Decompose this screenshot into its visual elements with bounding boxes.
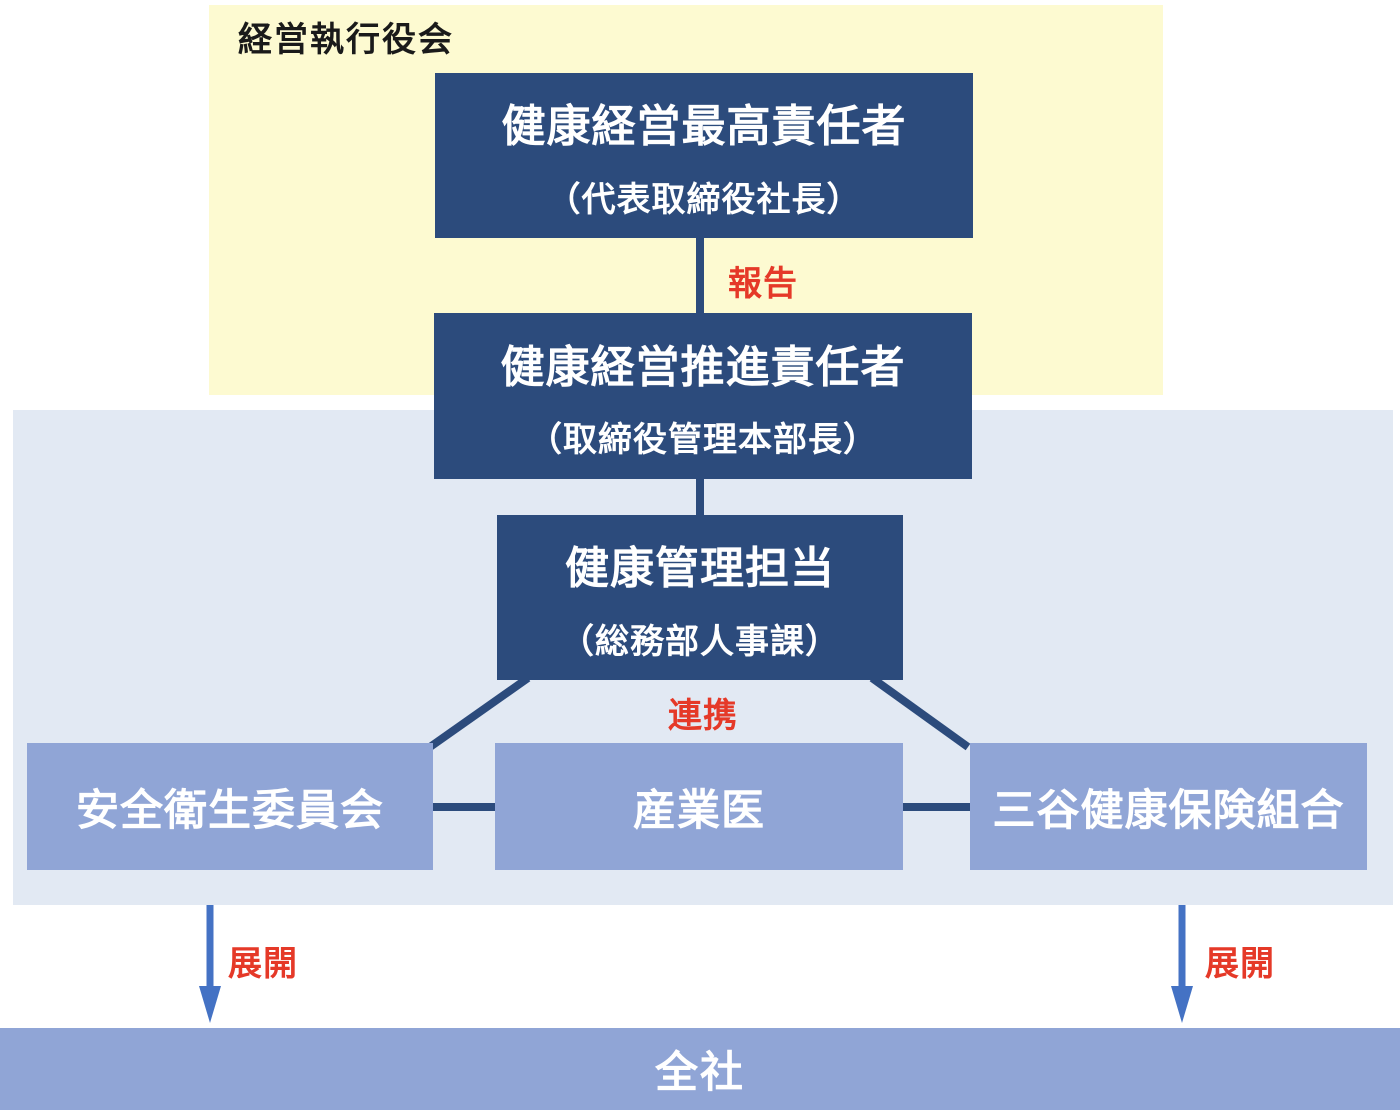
executive-board-label: 経営執行役会 [238,20,454,60]
whole-company-label: 全社 [655,1048,745,1098]
health-insurance-union-box: 三谷健康保険組合 [970,743,1367,870]
health-management-staff-box: 健康管理担当 （総務部人事課） [497,515,903,680]
health-management-staff-title: 健康管理担当 [565,543,835,595]
occupational-physician-label: 産業医 [633,785,765,836]
health-insurance-union-label: 三谷健康保険組合 [992,785,1345,836]
whole-company-band: 全社 [0,1028,1400,1110]
safety-committee-box: 安全衛生委員会 [27,743,433,870]
chief-health-officer-subtitle: （代表取締役社長） [546,179,862,220]
promotion-officer-title: 健康経営推進責任者 [500,341,906,393]
cooperation-label: 連携 [668,696,738,736]
deploy-arrow-left-head [199,986,221,1023]
safety-committee-label: 安全衛生委員会 [76,785,384,836]
deploy-arrow-right-head [1171,986,1193,1023]
promotion-officer-box: 健康経営推進責任者 （取締役管理本部長） [434,313,972,479]
promotion-officer-subtitle: （取締役管理本部長） [528,420,878,461]
report-label: 報告 [728,264,798,304]
chief-health-officer-box: 健康経営最高責任者 （代表取締役社長） [435,73,973,238]
deploy-label-right: 展開 [1205,944,1275,984]
health-management-staff-subtitle: （総務部人事課） [560,621,840,662]
chief-health-officer-title: 健康経営最高責任者 [501,101,907,153]
occupational-physician-box: 産業医 [495,743,903,870]
deploy-label-left: 展開 [228,944,298,984]
